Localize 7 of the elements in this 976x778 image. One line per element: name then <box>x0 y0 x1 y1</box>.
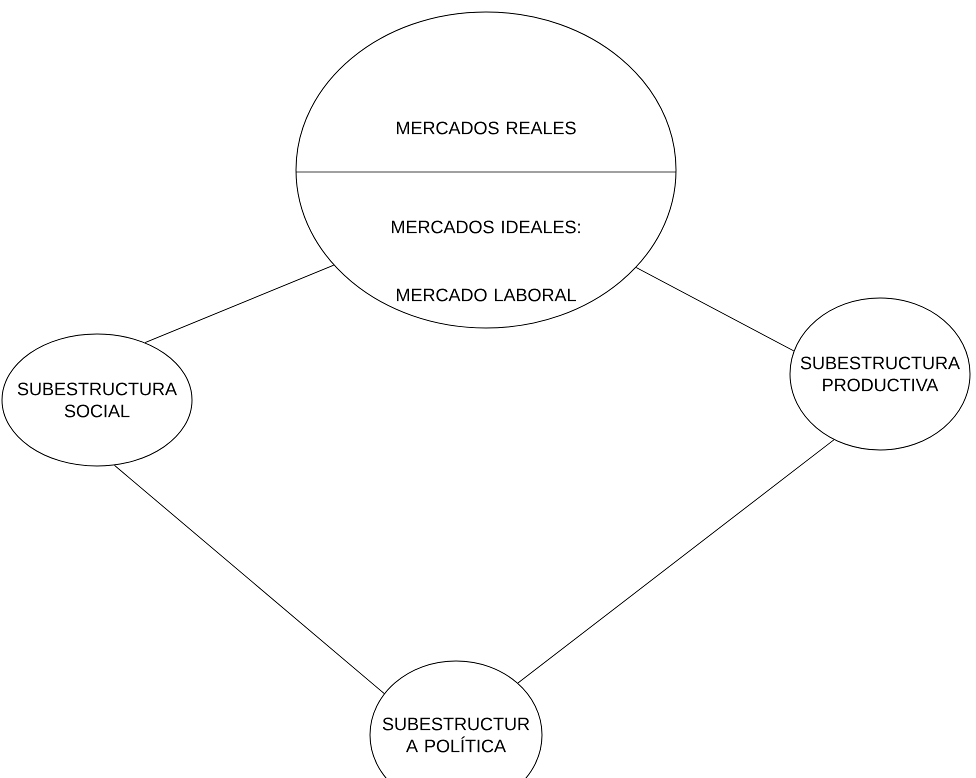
ellipse-node: MERCADOS REALES MERCADOS IDEALES: MERCADO LABORAL <box>296 11 676 328</box>
ellipse-node: SUBESTRUCTURA PRODUCTIVA <box>790 298 970 450</box>
connector-line <box>114 464 385 694</box>
ellipse-node: SUBESTRUCTURA SOCIAL <box>2 333 192 466</box>
connector-line <box>636 267 794 352</box>
connector-line <box>518 439 834 684</box>
connector-line <box>144 264 334 344</box>
